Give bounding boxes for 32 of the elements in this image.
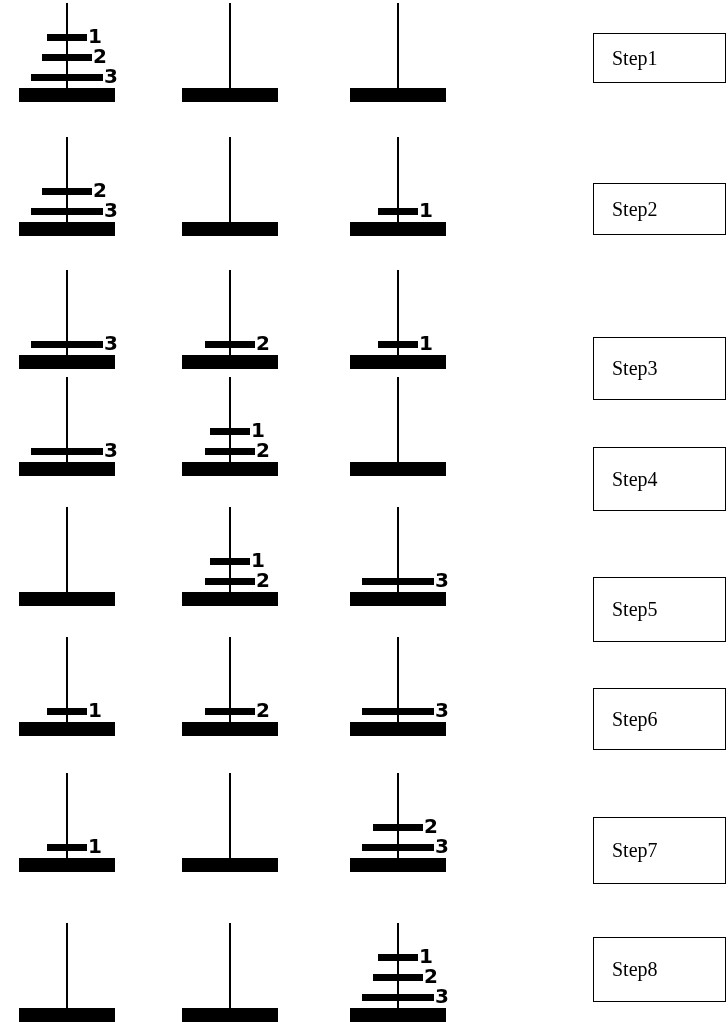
- disk-number: 2: [256, 700, 270, 720]
- disk-number: 1: [251, 550, 265, 570]
- disk-number: 2: [256, 570, 270, 590]
- disk-number: 3: [435, 986, 449, 1006]
- disk-number: 2: [256, 333, 270, 353]
- disk-number: 2: [424, 966, 438, 986]
- step-box: Step5: [593, 577, 726, 642]
- disk-number: 3: [104, 66, 118, 86]
- disk-number: 1: [251, 420, 265, 440]
- disk-number: 2: [256, 440, 270, 460]
- disk-number: 3: [104, 200, 118, 220]
- disk-number: 2: [424, 816, 438, 836]
- disk-number: 1: [419, 946, 433, 966]
- disk-number: 2: [93, 46, 107, 66]
- disk-number: 1: [88, 700, 102, 720]
- step-box: Step8: [593, 937, 726, 1002]
- disk-number: 3: [435, 570, 449, 590]
- step-box: Step7: [593, 817, 726, 884]
- disk-number: 3: [104, 440, 118, 460]
- step-box: Step2: [593, 183, 726, 235]
- disk-number: 2: [93, 180, 107, 200]
- disk-number: 3: [435, 700, 449, 720]
- disk-number: 3: [435, 836, 449, 856]
- disk-number: 1: [88, 26, 102, 46]
- step-box: Step1: [593, 33, 726, 83]
- step-box: Step3: [593, 337, 726, 400]
- disk-number: 3: [104, 333, 118, 353]
- step-box: Step6: [593, 688, 726, 750]
- step-box: Step4: [593, 447, 726, 511]
- disk-number: 1: [88, 836, 102, 856]
- disk-number: 1: [419, 200, 433, 220]
- disk-number: 1: [419, 333, 433, 353]
